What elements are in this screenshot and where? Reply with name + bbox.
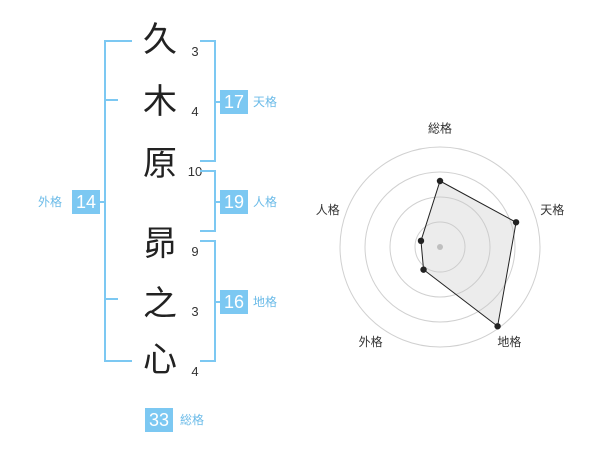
jinkaku-connector bbox=[214, 201, 222, 203]
gaikaku-connector bbox=[98, 201, 106, 203]
radar-ring bbox=[414, 221, 466, 273]
soukaku-label: 総格 bbox=[180, 413, 205, 427]
radar-point-4 bbox=[420, 266, 427, 273]
name-char-2: 木 bbox=[143, 82, 177, 122]
radar-point-1 bbox=[436, 177, 444, 185]
radar-point-3 bbox=[494, 323, 501, 330]
tenkaku-connector bbox=[214, 101, 222, 103]
radar-point-5 bbox=[417, 237, 425, 245]
radar-axis-label-1: 総格 bbox=[428, 121, 452, 136]
soukaku-value-badge: 33 bbox=[145, 408, 173, 432]
chikaku-value-badge: 16 bbox=[220, 290, 248, 314]
stroke-count-3: 10 bbox=[187, 164, 203, 179]
stroke-count-2: 4 bbox=[191, 104, 199, 119]
name-char-6: 心 bbox=[143, 340, 177, 380]
radar-axis-label-2: 天格 bbox=[540, 202, 564, 217]
chikaku-label: 地格 bbox=[253, 295, 278, 309]
name-char-4: 昴 bbox=[143, 224, 177, 264]
stroke-count-1: 3 bbox=[191, 44, 199, 59]
radar-series-area bbox=[420, 180, 517, 328]
tenkaku-value-badge: 17 bbox=[220, 90, 248, 114]
name-char-1: 久 bbox=[143, 20, 177, 60]
radar-axis-label-4: 外格 bbox=[359, 334, 383, 349]
stroke-count-6: 4 bbox=[191, 364, 199, 379]
gaikaku-bracket-tick bbox=[104, 298, 118, 300]
jinkaku-value-badge: 19 bbox=[220, 190, 248, 214]
radar-ring bbox=[364, 171, 516, 323]
radar-center-dot bbox=[437, 244, 443, 250]
name-char-5: 之 bbox=[143, 284, 177, 324]
gaikaku-bracket bbox=[104, 40, 132, 362]
stroke-count-5: 3 bbox=[191, 304, 199, 319]
gaikaku-label: 外格 bbox=[38, 195, 63, 209]
radar-ring bbox=[389, 196, 491, 298]
radar-point-2 bbox=[512, 219, 520, 226]
gaikaku-value-badge: 14 bbox=[72, 190, 100, 214]
radar-ring bbox=[339, 146, 541, 348]
gaikaku-bracket-tick bbox=[104, 99, 118, 101]
name-char-3: 原 bbox=[143, 144, 177, 184]
radar-axis-label-3: 地格 bbox=[497, 334, 521, 349]
jinkaku-label: 人格 bbox=[253, 195, 278, 209]
tenkaku-label: 天格 bbox=[253, 95, 278, 109]
stroke-count-4: 9 bbox=[191, 244, 199, 259]
chikaku-connector bbox=[214, 301, 222, 303]
radar-axis-label-5: 人格 bbox=[316, 202, 340, 217]
